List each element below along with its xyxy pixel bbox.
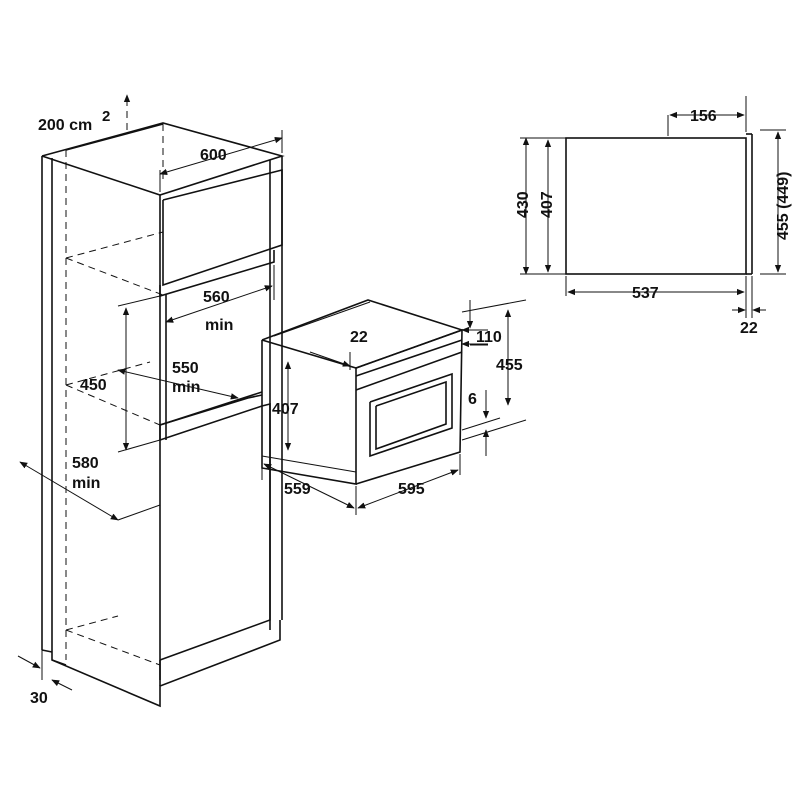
niche-550-min-label: min <box>172 379 200 396</box>
side-22-label: 22 <box>740 320 758 337</box>
depth-580-label: 580 <box>72 455 99 472</box>
tall-cabinet <box>41 94 285 708</box>
oven-407-label: 407 <box>272 401 299 418</box>
niche-height-label: 450 <box>80 377 107 394</box>
oven-110-label: 110 <box>476 329 502 346</box>
side-407-label: 407 <box>539 191 556 218</box>
oven-dimensions <box>261 299 527 515</box>
dimension-labels: 200 cm 2 600 560 min 550 min 450 580 min… <box>30 108 792 707</box>
oven-559-label: 559 <box>284 481 311 498</box>
cabinet-dimensions <box>17 130 283 691</box>
niche-550-label: 550 <box>172 360 199 377</box>
side-view <box>520 96 786 318</box>
oven-455-label: 455 <box>496 357 523 374</box>
oven-22-label: 22 <box>350 329 368 346</box>
oven <box>261 299 465 485</box>
niche-560-label: 560 <box>203 289 230 306</box>
cabinet-width-label: 600 <box>200 147 227 164</box>
niche-560-min-label: min <box>205 317 233 334</box>
side-455-label: 455 (449) <box>775 172 792 241</box>
oven-595-label: 595 <box>398 481 425 498</box>
depth-580-min-label: min <box>72 475 100 492</box>
side-537-label: 537 <box>632 285 659 302</box>
vent-area-sup: 2 <box>102 108 110 125</box>
oven-6-label: 6 <box>468 391 477 408</box>
plinth-30-label: 30 <box>30 690 48 707</box>
side-430-label: 430 <box>515 191 532 218</box>
side-156-label: 156 <box>690 108 717 125</box>
vent-area-label: 200 cm <box>38 117 92 134</box>
